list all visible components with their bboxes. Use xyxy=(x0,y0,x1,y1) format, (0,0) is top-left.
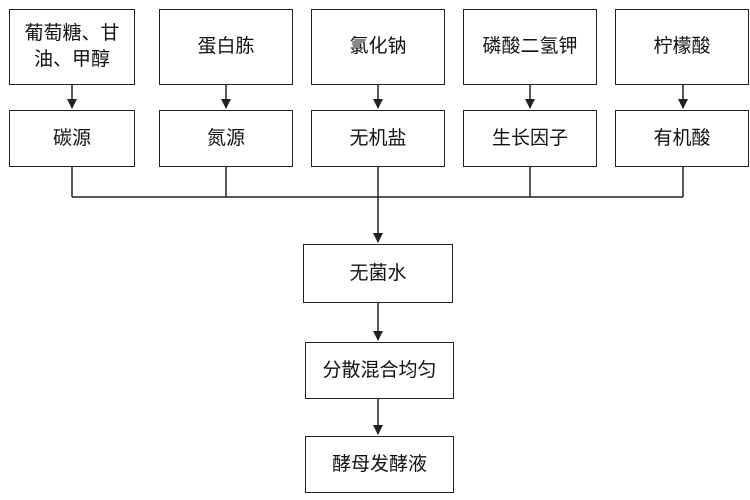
node-label: 酵母发酵液 xyxy=(331,452,427,475)
node-label: 磷酸二氢钾 xyxy=(482,35,578,58)
node-potassium-dihydrogen-phosphate: 磷酸二氢钾 xyxy=(463,9,597,85)
node-label: 无菌水 xyxy=(349,261,407,284)
node-label: 葡萄糖、甘 油、甲醇 xyxy=(24,22,120,70)
node-citric-acid: 柠檬酸 xyxy=(615,9,749,85)
node-yeast-fermentation-broth: 酵母发酵液 xyxy=(305,436,454,493)
node-sterile-water: 无菌水 xyxy=(303,244,453,303)
node-label: 碳源 xyxy=(52,126,91,149)
node-label: 柠檬酸 xyxy=(653,35,711,58)
node-label: 有机酸 xyxy=(653,126,711,149)
node-organic-acid: 有机酸 xyxy=(615,110,749,167)
node-disperse-and-mix: 分散混合均匀 xyxy=(305,342,454,399)
node-peptone: 蛋白胨 xyxy=(159,9,293,85)
node-label: 蛋白胨 xyxy=(197,35,255,58)
node-inorganic-salt: 无机盐 xyxy=(311,110,445,167)
node-label: 氮源 xyxy=(206,126,245,149)
node-label: 氯化钠 xyxy=(349,35,407,58)
node-nitrogen-source: 氮源 xyxy=(159,110,293,167)
node-label: 无机盐 xyxy=(349,126,407,149)
node-glucose-glycerol-methanol: 葡萄糖、甘 油、甲醇 xyxy=(9,9,135,85)
node-carbon-source: 碳源 xyxy=(9,110,135,167)
node-label: 分散混合均匀 xyxy=(322,358,437,381)
node-growth-factor: 生长因子 xyxy=(463,110,597,167)
node-sodium-chloride: 氯化钠 xyxy=(311,9,445,85)
node-label: 生长因子 xyxy=(491,126,568,149)
